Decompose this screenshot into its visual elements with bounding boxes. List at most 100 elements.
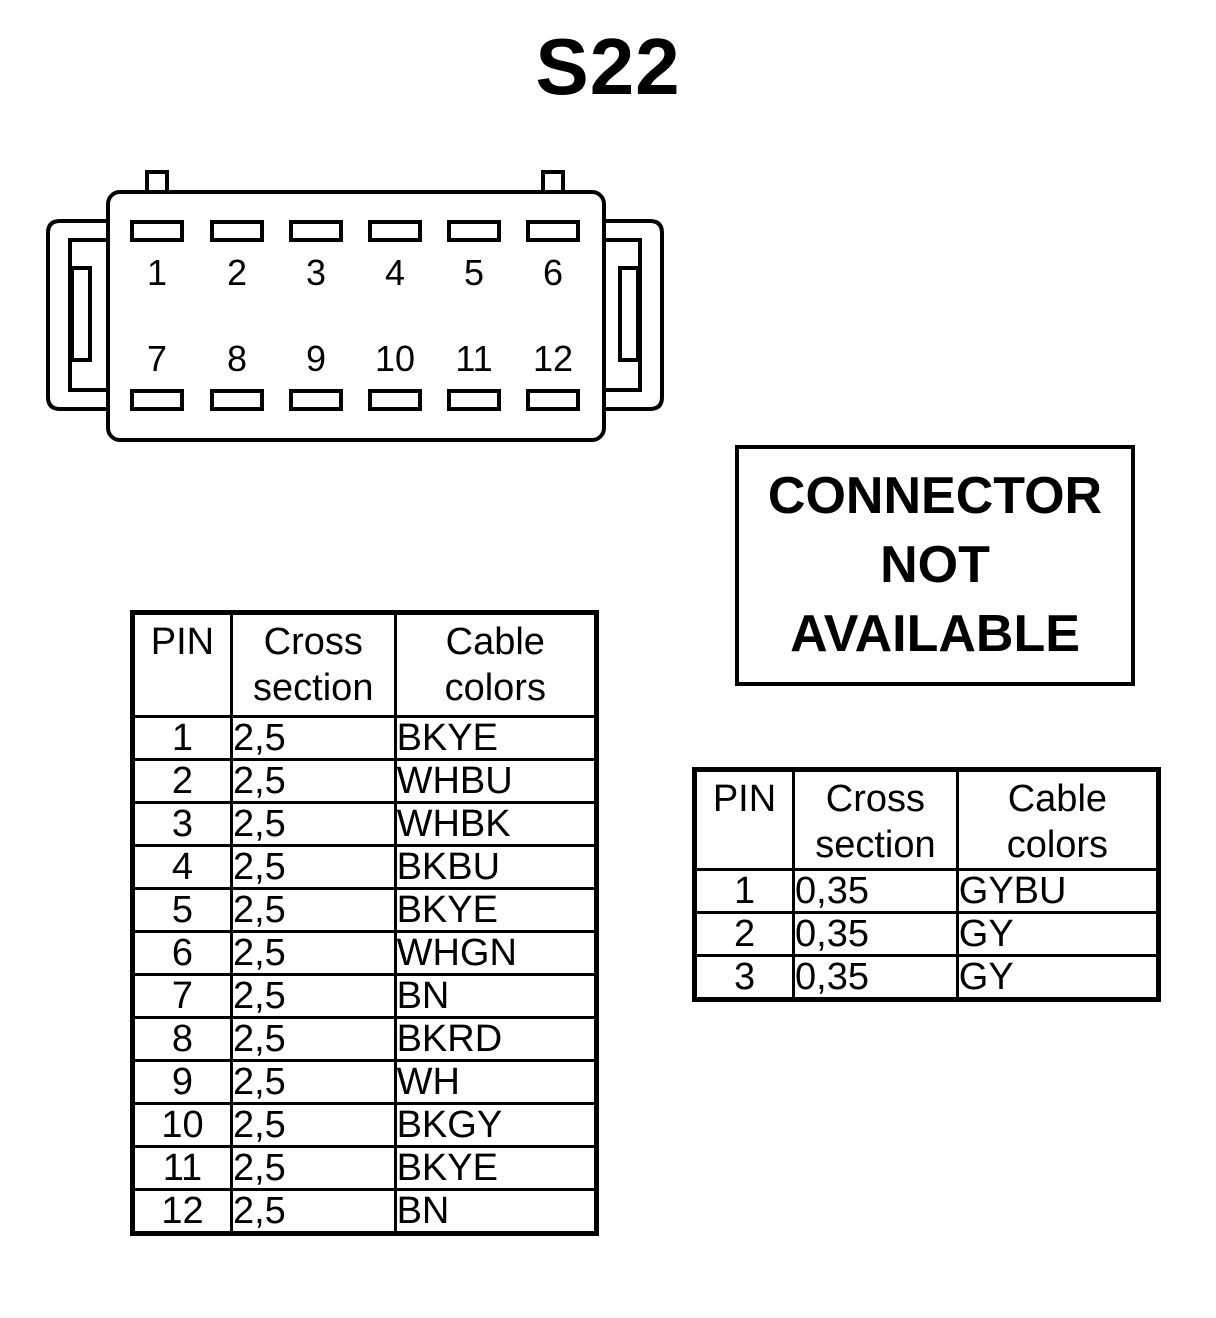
pin-label: 4	[385, 252, 405, 293]
pin-number: 1	[692, 868, 796, 914]
pin-slot	[289, 389, 343, 411]
pin-label: 11	[455, 338, 492, 379]
cable-color-value: BKYE	[393, 715, 599, 761]
connector-latch-left	[46, 219, 108, 411]
cross-section-value: 2,5	[229, 801, 397, 847]
cable-color-value: BN	[393, 1188, 599, 1235]
pin-number: 11	[131, 1145, 233, 1191]
pin-label: 3	[306, 252, 326, 293]
pin-slot	[447, 220, 501, 242]
pin-slot	[289, 220, 343, 242]
notice-line: AVAILABLE	[790, 605, 1080, 663]
cable-color-value: BKBU	[393, 844, 599, 890]
cable-color-value: BKGY	[393, 1102, 599, 1148]
header-pin: PIN	[131, 611, 233, 718]
pin-number: 4	[131, 844, 233, 890]
pin-label: 10	[375, 338, 415, 379]
cross-section-value: 0,35	[792, 911, 959, 957]
pin-number: 1	[131, 715, 233, 761]
connector-housing	[106, 190, 606, 442]
cross-section-value: 2,5	[229, 715, 397, 761]
connector-latch-right	[604, 219, 664, 411]
pin-number: 3	[692, 954, 796, 1001]
pin-label: 1	[147, 252, 167, 293]
connector-not-available-box: CONNECTOR NOT AVAILABLE	[735, 445, 1135, 686]
cable-color-value: BKRD	[393, 1016, 599, 1062]
cable-color-value: BKYE	[393, 887, 599, 933]
pin-label: 2	[227, 252, 247, 293]
pin-slot	[526, 389, 580, 411]
cross-section-value: 2,5	[229, 1102, 397, 1148]
cross-section-value: 2,5	[229, 1059, 397, 1105]
pin-label: 8	[227, 338, 247, 379]
cross-section-value: 2,5	[229, 973, 397, 1019]
cross-section-value: 2,5	[229, 844, 397, 890]
pin-number: 6	[131, 930, 233, 976]
cross-section-value: 2,5	[229, 887, 397, 933]
pin-label: 5	[464, 252, 484, 293]
pin-slot	[526, 220, 580, 242]
cross-section-value: 0,35	[792, 868, 959, 914]
cross-section-value: 2,5	[229, 1145, 397, 1191]
cable-color-value: BN	[393, 973, 599, 1019]
pin-number: 3	[131, 801, 233, 847]
pin-slot	[447, 389, 501, 411]
pin-slot	[210, 389, 264, 411]
cable-color-value: WH	[393, 1059, 599, 1105]
cross-section-value: 2,5	[229, 1188, 397, 1235]
pin-number: 5	[131, 887, 233, 933]
pin-number: 7	[131, 973, 233, 1019]
pin-slot	[368, 220, 422, 242]
pin-number: 12	[131, 1188, 233, 1235]
cross-section-value: 2,5	[229, 758, 397, 804]
pin-label: 6	[543, 252, 563, 293]
pin-number: 10	[131, 1102, 233, 1148]
cable-color-value: GY	[955, 911, 1161, 957]
cross-section-value: 2,5	[229, 930, 397, 976]
cable-color-value: WHGN	[393, 930, 599, 976]
pin-slot	[130, 389, 184, 411]
pin-number: 2	[692, 911, 796, 957]
pin-slot	[130, 220, 184, 242]
cable-color-value: GYBU	[955, 868, 1161, 914]
pin-number: 9	[131, 1059, 233, 1105]
pin-label: 7	[147, 338, 167, 379]
cross-section-value: 2,5	[229, 1016, 397, 1062]
pin-label: 9	[306, 338, 326, 379]
notice-line: NOT	[880, 536, 990, 594]
notice-line: CONNECTOR	[767, 467, 1103, 525]
connector-title: S22	[535, 22, 681, 111]
cable-color-value: WHBK	[393, 801, 599, 847]
cable-color-value: GY	[955, 954, 1161, 1001]
cross-section-value: 0,35	[792, 954, 959, 1001]
pin-number: 2	[131, 758, 233, 804]
pin-label: 12	[533, 338, 573, 379]
pin-slot	[210, 220, 264, 242]
cable-color-value: WHBU	[393, 758, 599, 804]
header-pin: PIN	[692, 768, 796, 871]
pin-number: 8	[131, 1016, 233, 1062]
cable-color-value: BKYE	[393, 1145, 599, 1191]
